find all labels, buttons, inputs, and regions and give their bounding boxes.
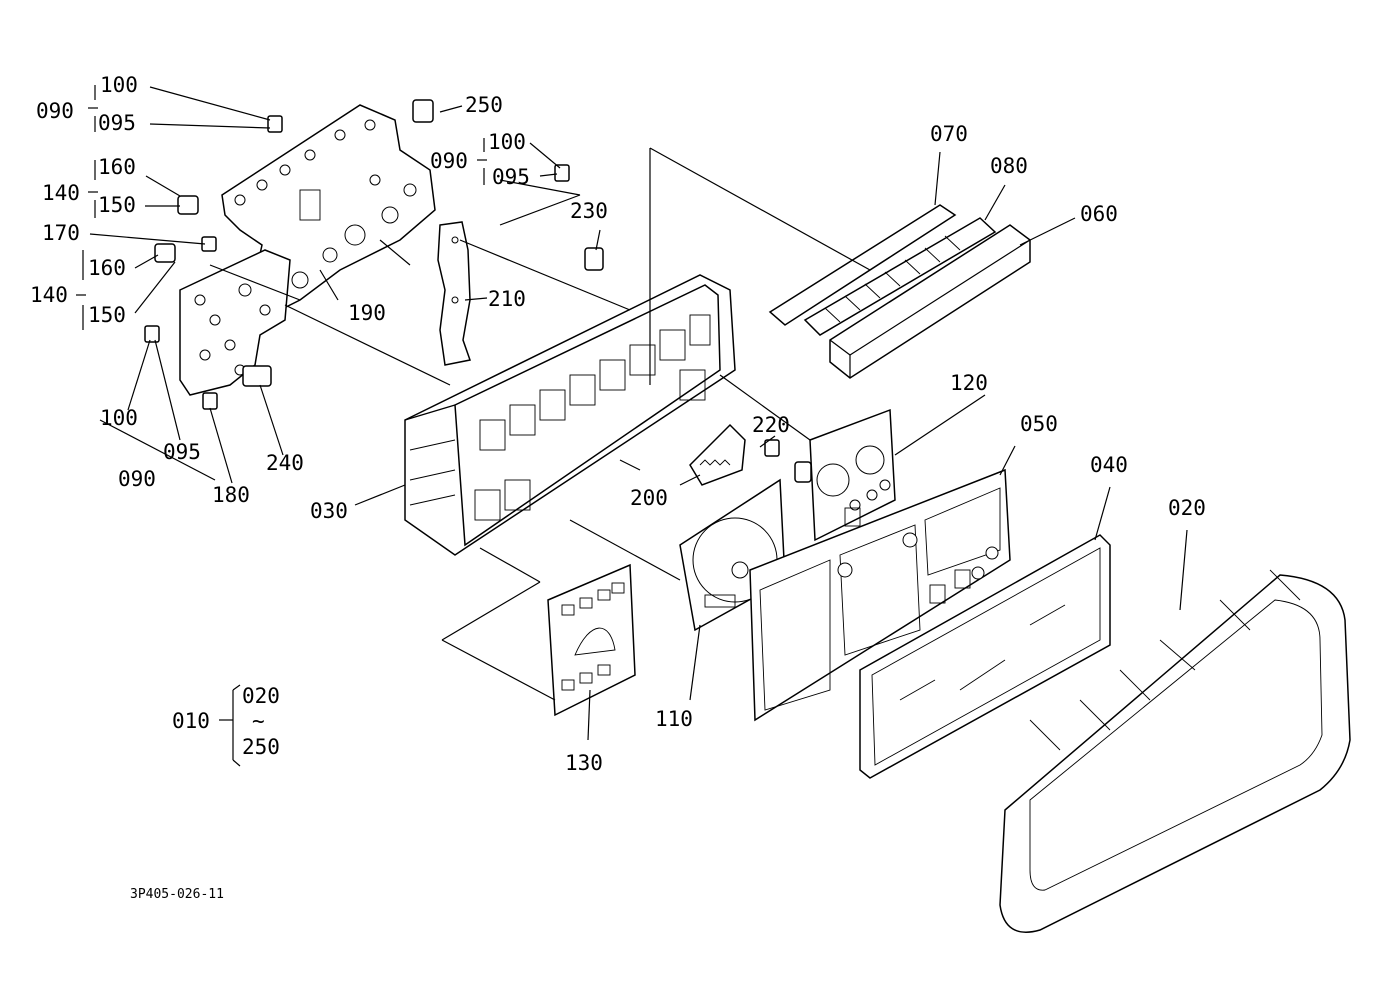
- callout-040: 040: [1090, 453, 1128, 477]
- callout-190: 190: [348, 301, 386, 325]
- cover-glass-040: [859, 534, 1111, 779]
- light-guide-080: [803, 217, 997, 336]
- callout-250-range-end: 250: [242, 735, 280, 759]
- callout-230: 230: [570, 199, 608, 223]
- callout-240: 240: [266, 451, 304, 475]
- callout-090-top: 090: [36, 99, 74, 123]
- callout-160-top: 160: [98, 155, 136, 179]
- callout-020-range-start: 020: [242, 684, 280, 708]
- drawing-code: 3P405-026-11: [130, 887, 224, 902]
- callout-100-top: 100: [100, 73, 138, 97]
- callout-220: 220: [752, 413, 790, 437]
- callout-070: 070: [930, 122, 968, 146]
- callout-080: 080: [990, 154, 1028, 178]
- callout-095-bottom: 095: [163, 440, 201, 464]
- callout-150-top: 150: [98, 193, 136, 217]
- callout-210: 210: [488, 287, 526, 311]
- bracket-210: [437, 221, 471, 366]
- leader-lines: [76, 85, 1188, 767]
- callout-170: 170: [42, 221, 80, 245]
- callout-250-top: 250: [465, 93, 503, 117]
- callout-095-right: 095: [492, 165, 530, 189]
- callout-090-bottom: 090: [118, 467, 156, 491]
- meter-case-030: [404, 274, 736, 556]
- callout-020: 020: [1168, 496, 1206, 520]
- callout-130: 130: [565, 751, 603, 775]
- callout-120: 120: [950, 371, 988, 395]
- bulb-sockets: [144, 99, 780, 457]
- callout-160-mid: 160: [88, 256, 126, 280]
- circuit-board-lower: [179, 249, 291, 396]
- callout-060: 060: [1080, 202, 1118, 226]
- gauge-120: [794, 408, 896, 542]
- indicator-panel-130: [547, 563, 636, 717]
- callout-100-bottom: 100: [100, 406, 138, 430]
- callout-100-right: 100: [488, 130, 526, 154]
- callout-range-tilde: ~: [252, 709, 265, 733]
- filter-060: [829, 224, 1031, 379]
- callout-050: 050: [1020, 412, 1058, 436]
- callout-200: 200: [630, 486, 668, 510]
- callout-090-right: 090: [430, 149, 468, 173]
- callout-140-top: 140: [42, 181, 80, 205]
- callout-180: 180: [212, 483, 250, 507]
- callout-030: 030: [310, 499, 348, 523]
- light-guide-070: [768, 204, 957, 326]
- callout-150-mid: 150: [88, 303, 126, 327]
- panel-mask-050: [749, 468, 1011, 722]
- callout-140-mid: 140: [30, 283, 68, 307]
- callout-labels: 100 090 095 250 160 140 150 170 160 140 …: [30, 73, 1206, 902]
- connector-200: [689, 423, 746, 486]
- callout-110: 110: [655, 707, 693, 731]
- callout-010: 010: [172, 709, 210, 733]
- bezel-020: [999, 569, 1351, 933]
- callout-095-top: 095: [98, 111, 136, 135]
